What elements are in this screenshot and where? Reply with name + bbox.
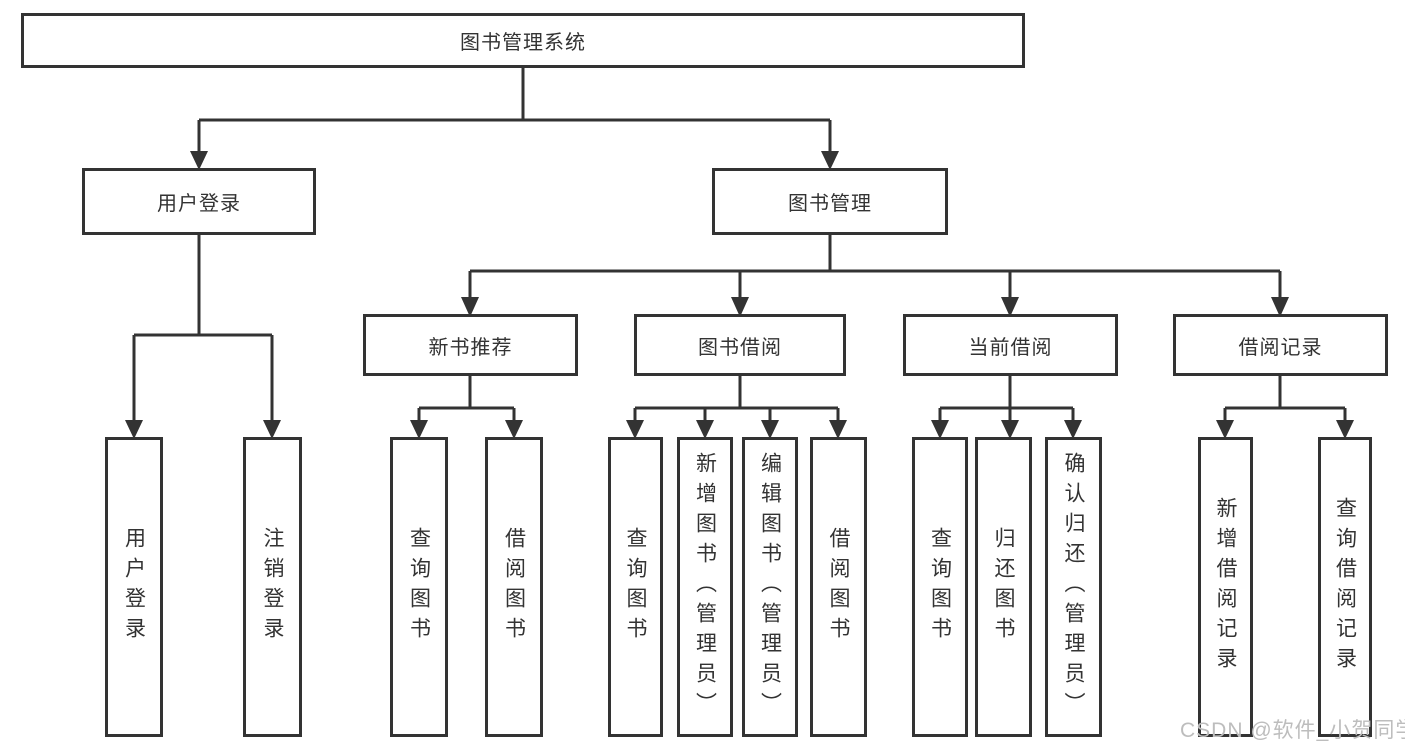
node-label: 图书管理 xyxy=(788,193,872,215)
leaf-query-books-borrowing: 查询图书 xyxy=(608,437,663,737)
node-label: 编辑图书（管理员） xyxy=(758,452,782,722)
leaf-return-books: 归还图书 xyxy=(975,437,1032,737)
node-label: 归还图书 xyxy=(992,527,1015,647)
node-current-borrowing: 当前借阅 xyxy=(903,314,1118,376)
node-label: 查询图书 xyxy=(928,527,952,647)
node-label: 新书推荐 xyxy=(428,336,513,359)
node-label: 当前借阅 xyxy=(968,336,1053,359)
node-label: 图书借阅 xyxy=(698,336,782,359)
connector-lines xyxy=(132,68,1347,421)
node-label: 借阅记录 xyxy=(1238,336,1323,359)
node-root: 图书管理系统 xyxy=(21,13,1025,68)
node-label: 查询借阅记录 xyxy=(1333,497,1357,677)
watermark-text: CSDN @软件_小贺同学 xyxy=(1180,719,1405,742)
node-borrowing-records: 借阅记录 xyxy=(1173,314,1388,376)
node-user-login: 用户登录 xyxy=(82,168,316,235)
node-book-management: 图书管理 xyxy=(712,168,948,235)
leaf-query-books-current: 查询图书 xyxy=(912,437,968,737)
node-label: 用户登录 xyxy=(122,527,146,647)
leaf-query-borrow-record: 查询借阅记录 xyxy=(1318,437,1372,737)
leaf-borrow-books-borrowing: 借阅图书 xyxy=(810,437,867,737)
node-label: 借阅图书 xyxy=(827,527,850,647)
node-label: 查询图书 xyxy=(407,527,431,647)
leaf-edit-books-admin: 编辑图书（管理员） xyxy=(742,437,798,737)
leaf-logout: 注销登录 xyxy=(243,437,302,737)
node-label: 借阅图书 xyxy=(502,527,526,647)
leaf-borrow-books-recommend: 借阅图书 xyxy=(485,437,543,737)
leaf-user-login: 用户登录 xyxy=(105,437,163,737)
leaf-add-books-admin: 新增图书（管理员） xyxy=(677,437,733,737)
leaf-add-borrow-record: 新增借阅记录 xyxy=(1198,437,1253,737)
leaf-confirm-return-admin: 确认归还（管理员） xyxy=(1045,437,1102,737)
node-label: 新增借阅记录 xyxy=(1214,497,1237,677)
node-label: 查询图书 xyxy=(624,527,647,647)
node-label: 确认归还（管理员） xyxy=(1062,452,1085,722)
node-book-borrowing: 图书借阅 xyxy=(634,314,846,376)
leaf-query-books-recommend: 查询图书 xyxy=(390,437,448,737)
node-label: 新增图书（管理员） xyxy=(693,452,717,722)
node-new-book-recommend: 新书推荐 xyxy=(363,314,578,376)
node-label: 注销登录 xyxy=(261,527,284,647)
node-label: 用户登录 xyxy=(157,193,241,215)
node-label: 图书管理系统 xyxy=(460,32,586,54)
